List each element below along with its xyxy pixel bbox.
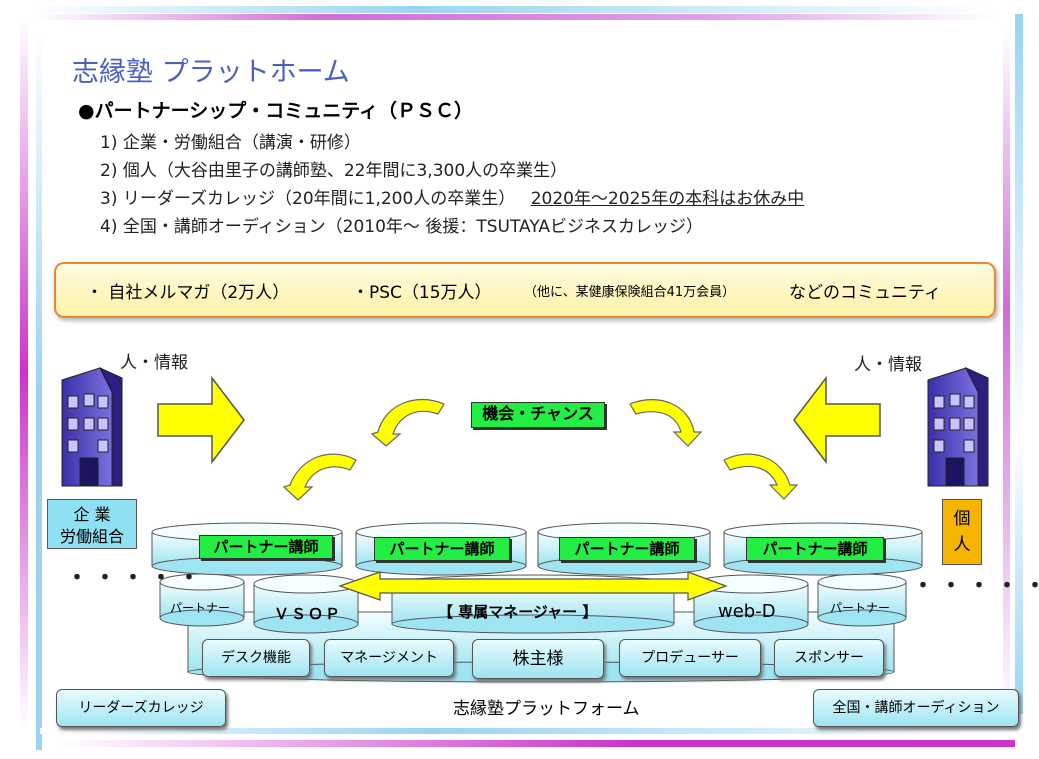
desk-function-box: デスク機能 [202, 639, 310, 677]
frame-left-bar-blue [36, 30, 42, 750]
partner-instructor-box: パートナー講師 [374, 537, 510, 561]
frame-bottom-bar-magenta [60, 740, 1015, 747]
page-title: 志縁塾 プラットホーム [72, 57, 350, 88]
manager-label: 【 専属マネージャー 】 [438, 603, 598, 621]
partner-cylinder-right [817, 573, 907, 627]
band-other: （他に、某健康保険組合41万会員） [524, 285, 736, 300]
frame-right-bar-magenta [1003, 30, 1010, 720]
vsop-label: ＶＳＯＰ [274, 605, 343, 623]
building-icon [61, 366, 123, 487]
webd-label: web-D [718, 601, 776, 622]
vsop-cylinder [253, 574, 359, 634]
leaders-college-box: リーダーズカレッジ [56, 689, 226, 727]
company-label: 企 業 [73, 505, 111, 524]
producer-box: プロデューサー [619, 639, 761, 677]
arrow-left-icon [793, 375, 881, 465]
partner-label-right: パートナー [830, 601, 891, 615]
frame-bottom-bar [40, 728, 1015, 734]
union-label: 労働組合 [59, 527, 124, 546]
arrow-right-icon [157, 375, 245, 465]
psc-heading: ●パートナーシップ・コミュニティ（ＰＳＣ） [78, 100, 474, 122]
individual-box: 個 人 [942, 499, 982, 565]
management-box: マネージメント [324, 639, 454, 677]
building-icon [927, 366, 989, 487]
band-community: などのコミュニティ [789, 283, 941, 303]
sponsor-box: スポンサー [774, 639, 884, 677]
community-band: ・ 自社メルマガ（2万人） ・PSC（15万人） （他に、某健康保険組合41万会… [54, 262, 996, 318]
curved-arrow-icon [282, 399, 799, 501]
partner-cylinder-left [159, 573, 245, 627]
hiatus-note: 2020年～2025年の本科はお休み中 [530, 189, 805, 209]
right-info-label: 人・情報 [854, 355, 922, 375]
audition-box: 全国・講師オーディション [813, 689, 1019, 727]
individual-label-1: 個 [953, 509, 971, 529]
partner-label-left: パートナー [170, 601, 231, 615]
company-box: 企 業 労働組合 [47, 499, 137, 549]
shareholders-box: 株主様 [472, 639, 604, 679]
frame-top-bar [30, 6, 990, 13]
right-dots: ・・・・・ [912, 574, 1039, 599]
list-item: 2) 個人（大谷由里子の講師塾、22年間に3,300人の卒業生） [100, 161, 568, 181]
left-dots: ・・・・・ [66, 566, 207, 591]
partner-instructor-box: パートナー講師 [199, 535, 333, 559]
frame-right-bar [1015, 14, 1023, 714]
platform-label: 志縁塾プラットフォーム [453, 699, 640, 719]
left-info-label: 人・情報 [120, 353, 188, 373]
partner-instructor-box: パートナー講師 [746, 537, 884, 561]
list-item: 1) 企業・労働組合（講演・研修） [100, 133, 361, 153]
double-arrow-icon [338, 571, 728, 601]
individual-label-2: 人 [953, 535, 971, 555]
partner-instructor-box: パートナー講師 [559, 537, 695, 561]
list-item: 3) リーダーズカレッジ（20年間に1,200人の卒業生） 2020年～2025… [100, 184, 804, 209]
chance-box: 機会・チャンス [471, 402, 605, 428]
frame-left-bar [20, 18, 28, 728]
band-psc: ・PSC（15万人） [352, 283, 492, 303]
band-mailmag: ・ 自社メルマガ（2万人） [86, 283, 290, 303]
list-item: 4) 全国・講師オーディション（2010年～ 後援：TSUTAYAビジネスカレッ… [100, 217, 704, 237]
frame-top-bar-magenta [36, 14, 996, 20]
list-item-text: 3) リーダーズカレッジ（20年間に1,200人の卒業生） [100, 189, 516, 209]
